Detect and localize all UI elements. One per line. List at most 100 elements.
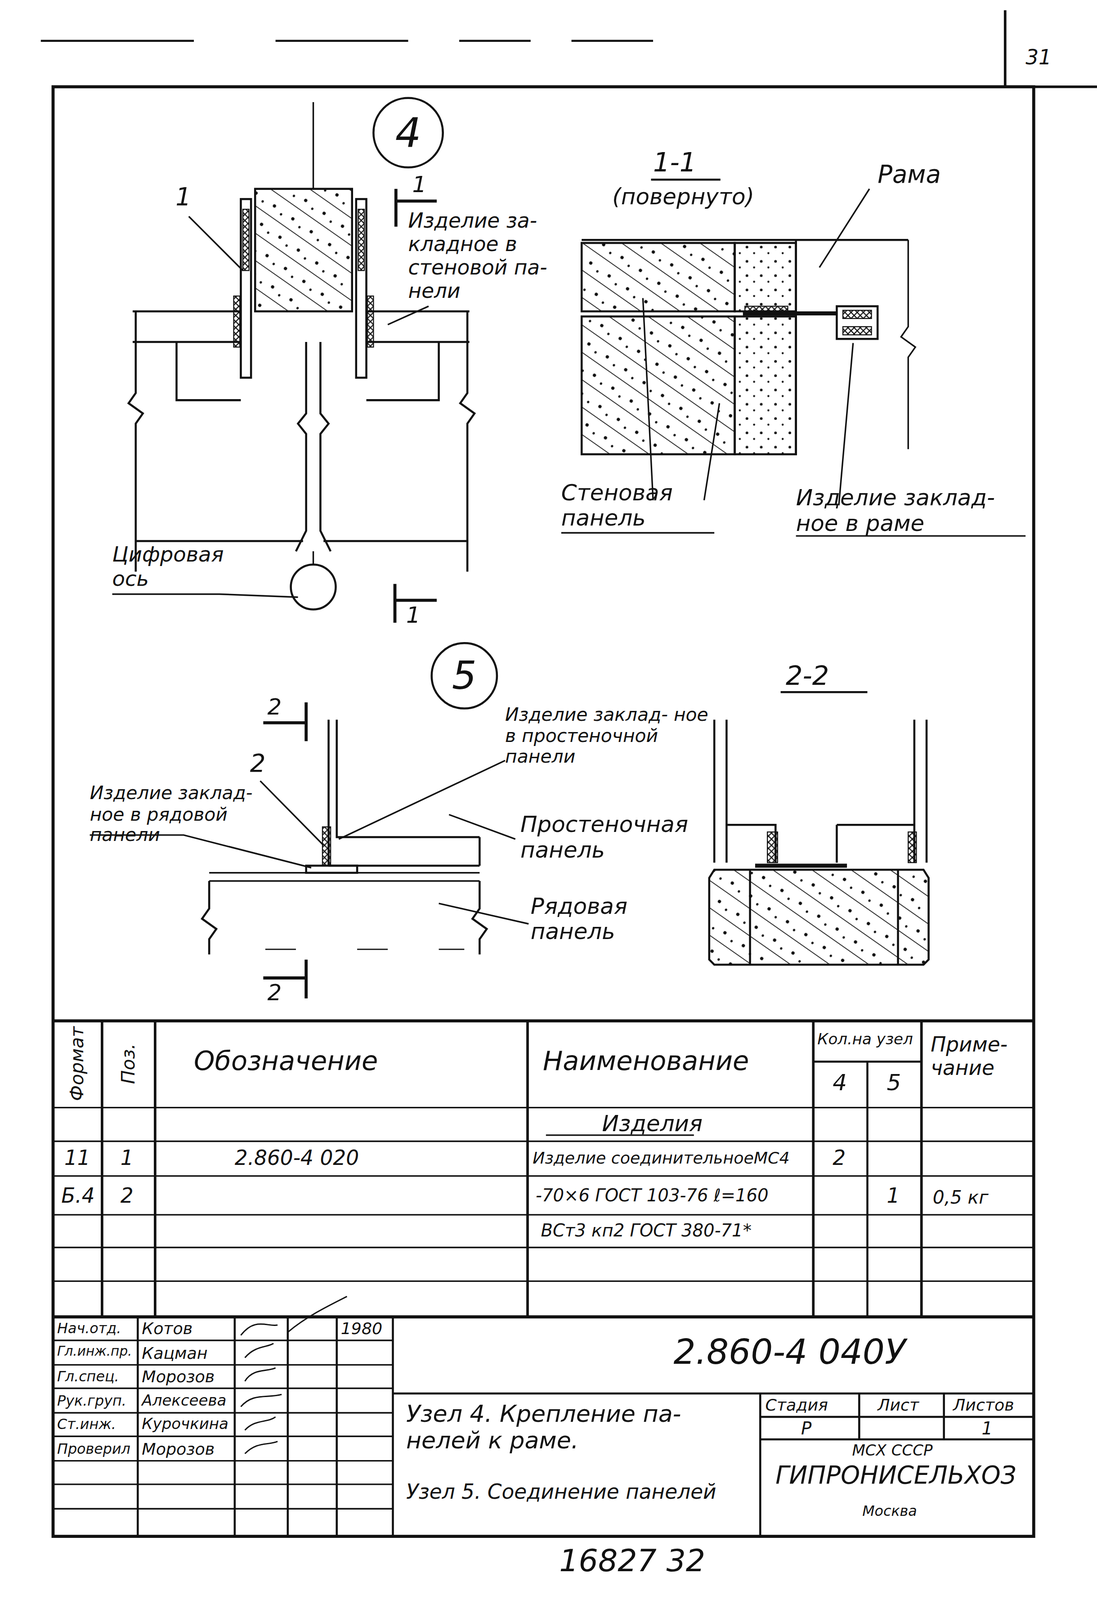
- table-header: Кол.на узел: [817, 1030, 913, 1048]
- drawing-line: [132, 311, 470, 342]
- drawing-line: [1005, 10, 1097, 87]
- drawing-line: [255, 188, 353, 312]
- document-code: 2.860-4 040У: [673, 1331, 906, 1372]
- part-label: Изделие заклад- ное в простеночной панел…: [505, 703, 725, 768]
- organization: Москва: [862, 1502, 918, 1519]
- table-cell: Б.4: [61, 1183, 95, 1208]
- drawing-line: [112, 593, 299, 597]
- section-title: 2-2: [785, 661, 829, 692]
- stage-cell: Р: [801, 1418, 812, 1439]
- drawing-line: [242, 209, 250, 271]
- view-number-circle: 4: [372, 97, 444, 169]
- drawing-line: [137, 1316, 393, 1536]
- title-name: Курочкина: [141, 1415, 229, 1433]
- drawing-line: [813, 1061, 922, 1317]
- part-label: Рама: [877, 161, 941, 190]
- drawing-line: [209, 872, 480, 881]
- drawing-line: [794, 239, 798, 454]
- table-header: Формат: [67, 1025, 89, 1101]
- part-label: Изделие за- кладное в стеновой па- нели: [408, 209, 562, 304]
- title-role: Нач.отд.: [57, 1319, 121, 1337]
- table-header: 5: [886, 1069, 902, 1096]
- table-cell: ВСт3 кп2 ГОСТ 380-71*: [540, 1220, 752, 1241]
- title-role: Гл.инж.пр.: [57, 1343, 132, 1359]
- drawing-line: [312, 550, 314, 565]
- section-1-1-drawing: [561, 179, 1026, 536]
- drawing-line: [53, 1339, 394, 1509]
- drawing-line: [755, 863, 847, 868]
- drawing-line: [53, 1018, 1034, 1022]
- stage-header: Стадия: [765, 1396, 829, 1415]
- stage-header: Лист: [877, 1396, 919, 1415]
- drawing-line: [40, 39, 654, 42]
- title-block: [53, 1295, 1034, 1536]
- table-cell: -70×6 ГОСТ 103-76 ℓ=160: [535, 1185, 769, 1206]
- drawing-line: [726, 824, 914, 863]
- table-header: Поз.: [117, 1043, 139, 1084]
- drawing-line: [295, 341, 331, 551]
- drawing-line: [358, 209, 365, 271]
- table-header: 4: [832, 1069, 847, 1096]
- drawing-line: [842, 326, 872, 335]
- section-note: (повернуто): [612, 183, 755, 210]
- view-number: 4: [395, 109, 422, 157]
- title-role: Проверил: [57, 1439, 131, 1456]
- drawing-line: [581, 238, 909, 242]
- title-name: Котов: [141, 1319, 193, 1339]
- archive-number: 16827 32: [559, 1542, 706, 1578]
- drawing-line: [260, 760, 529, 924]
- node-5-drawing: [89, 702, 529, 999]
- sheet-number: 31: [1025, 45, 1052, 70]
- drawing-line: [750, 869, 899, 965]
- table-header: Обозначение: [193, 1046, 378, 1077]
- drawing-line: [642, 188, 870, 506]
- drawing-line: [188, 216, 429, 325]
- drawing-line: [581, 242, 735, 312]
- table-header: Приме- чание: [930, 1032, 1028, 1080]
- drawing-line: [53, 1107, 1034, 1281]
- organization: ГИПРОНИСЕЛЬХОЗ: [775, 1461, 1017, 1490]
- drawing-line: [561, 532, 1026, 536]
- drawing-line: [367, 295, 374, 347]
- drawing-line: [128, 311, 475, 572]
- drawing-line: [714, 719, 927, 863]
- title-year: 1980: [340, 1319, 383, 1339]
- section-title: 1-1: [653, 147, 697, 179]
- table-cell: 11: [64, 1146, 91, 1170]
- title-name: Алексеева: [141, 1391, 227, 1410]
- drawing-title: Узел 5. Соединение панелей: [406, 1479, 717, 1504]
- stage-header: Листов: [953, 1396, 1015, 1415]
- organization: МСХ СССР: [851, 1441, 933, 1460]
- section-2-2-drawing: [709, 691, 929, 965]
- drawing-line: [581, 316, 735, 454]
- drawing-line: [650, 178, 721, 181]
- part-label: Стеновая панель: [561, 479, 695, 532]
- drawing-line: [356, 198, 367, 378]
- view-number: 5: [452, 653, 477, 699]
- part-label: Рядовая панель: [530, 892, 664, 945]
- table-cell: 0,5 кг: [932, 1186, 989, 1209]
- drawing-line: [709, 869, 929, 965]
- table-header: Наименование: [542, 1046, 749, 1077]
- drawing-line: [176, 341, 439, 400]
- table-cell: 1: [120, 1146, 134, 1170]
- callout-number: 2: [250, 750, 266, 779]
- table-cell: Изделия: [602, 1110, 703, 1136]
- title-role: Гл.спец.: [57, 1367, 120, 1384]
- title-role: Рук.груп.: [57, 1391, 127, 1409]
- title-name: Морозов: [141, 1439, 215, 1459]
- drawing-line: [53, 86, 1034, 1536]
- section-mark: 2: [267, 979, 282, 1006]
- section-mark: 1: [406, 602, 421, 628]
- drawing-line: [240, 1323, 282, 1454]
- drawing-title: Узел 4. Крепление па- нелей к раме.: [406, 1400, 753, 1455]
- title-name: Кацман: [141, 1343, 208, 1363]
- drawing-line: [306, 865, 358, 873]
- section-mark: 1: [412, 171, 427, 198]
- drawing-line: [328, 864, 480, 867]
- drawing-line: [767, 831, 778, 863]
- table-cell: 2: [832, 1146, 846, 1170]
- specification-table: [53, 1020, 1034, 1317]
- drawing-line: [322, 826, 331, 866]
